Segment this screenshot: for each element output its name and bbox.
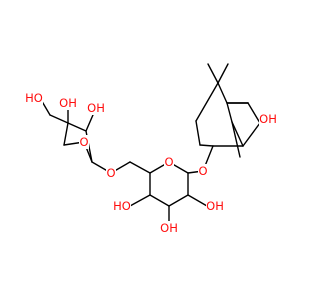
oh-label-pyranose-c3: OH — [160, 221, 178, 235]
bond-i-h — [195, 120, 201, 146]
o-glycosidic-linker-backdrop — [106, 166, 116, 180]
bond-d-e — [242, 122, 261, 147]
oh-label-furanose-c3-backdrop — [87, 101, 105, 115]
bond-a-b — [217, 82, 228, 104]
atom-label-layer: OH O O O O OH OH HO HO OH OH — [25, 91, 277, 235]
bond-layer — [39, 63, 261, 229]
bond-fc-fe — [49, 114, 69, 124]
bond-c-d — [247, 102, 261, 124]
bond-m-n — [149, 194, 170, 207]
bond-a-i — [195, 82, 219, 122]
bond-fc-fd — [67, 122, 87, 132]
o-aglycone-linker: O — [198, 164, 207, 178]
molecule-diagram: OH O O O O OH OH HO HO OH OH — [25, 63, 277, 235]
ho-label-hydroxymethyl-backdrop — [25, 91, 43, 105]
bond-m1-a — [207, 63, 219, 84]
o-glycosidic-linker: O — [106, 166, 115, 180]
oh-label-furanose-c4: OH — [59, 96, 77, 110]
bond-h-j — [199, 144, 214, 147]
oh-label-bicyclic: OH — [259, 112, 277, 126]
oh-label-furanose-c3: OH — [87, 101, 105, 115]
oh-label-bicyclic-backdrop — [259, 112, 277, 126]
bond-b-f — [226, 102, 233, 123]
bond-m-ho4 — [129, 194, 151, 207]
bond-f-g — [231, 121, 241, 158]
oh-label-pyranose-c3-backdrop — [160, 221, 178, 235]
bond-n-o — [168, 194, 189, 207]
bond-o-oh2 — [187, 194, 208, 207]
oh-label-pyranose-c2-backdrop — [206, 199, 224, 213]
ho-label-pyranose-c4-backdrop — [113, 199, 131, 213]
o-pyranose-ring: O — [164, 155, 173, 169]
ho-label-pyranose-c4: HO — [113, 199, 131, 213]
bond-l-ch2 — [129, 161, 151, 174]
o-furanose-ring-backdrop — [79, 135, 89, 149]
structure-svg: OH O O O O OH OH HO HO OH OH — [25, 63, 277, 235]
o-furanose-ring: O — [79, 135, 88, 149]
oh-label-pyranose-c2: OH — [206, 199, 224, 213]
oh-label-furanose-c4-backdrop — [59, 96, 77, 110]
ho-label-hydroxymethyl: HO — [25, 91, 43, 105]
bond-fb-fc — [63, 122, 69, 146]
o-pyranose-ring-backdrop — [164, 155, 174, 169]
bond-m2-a — [217, 63, 229, 84]
o-aglycone-linker-backdrop — [198, 164, 208, 178]
bond-f-e — [231, 121, 244, 147]
